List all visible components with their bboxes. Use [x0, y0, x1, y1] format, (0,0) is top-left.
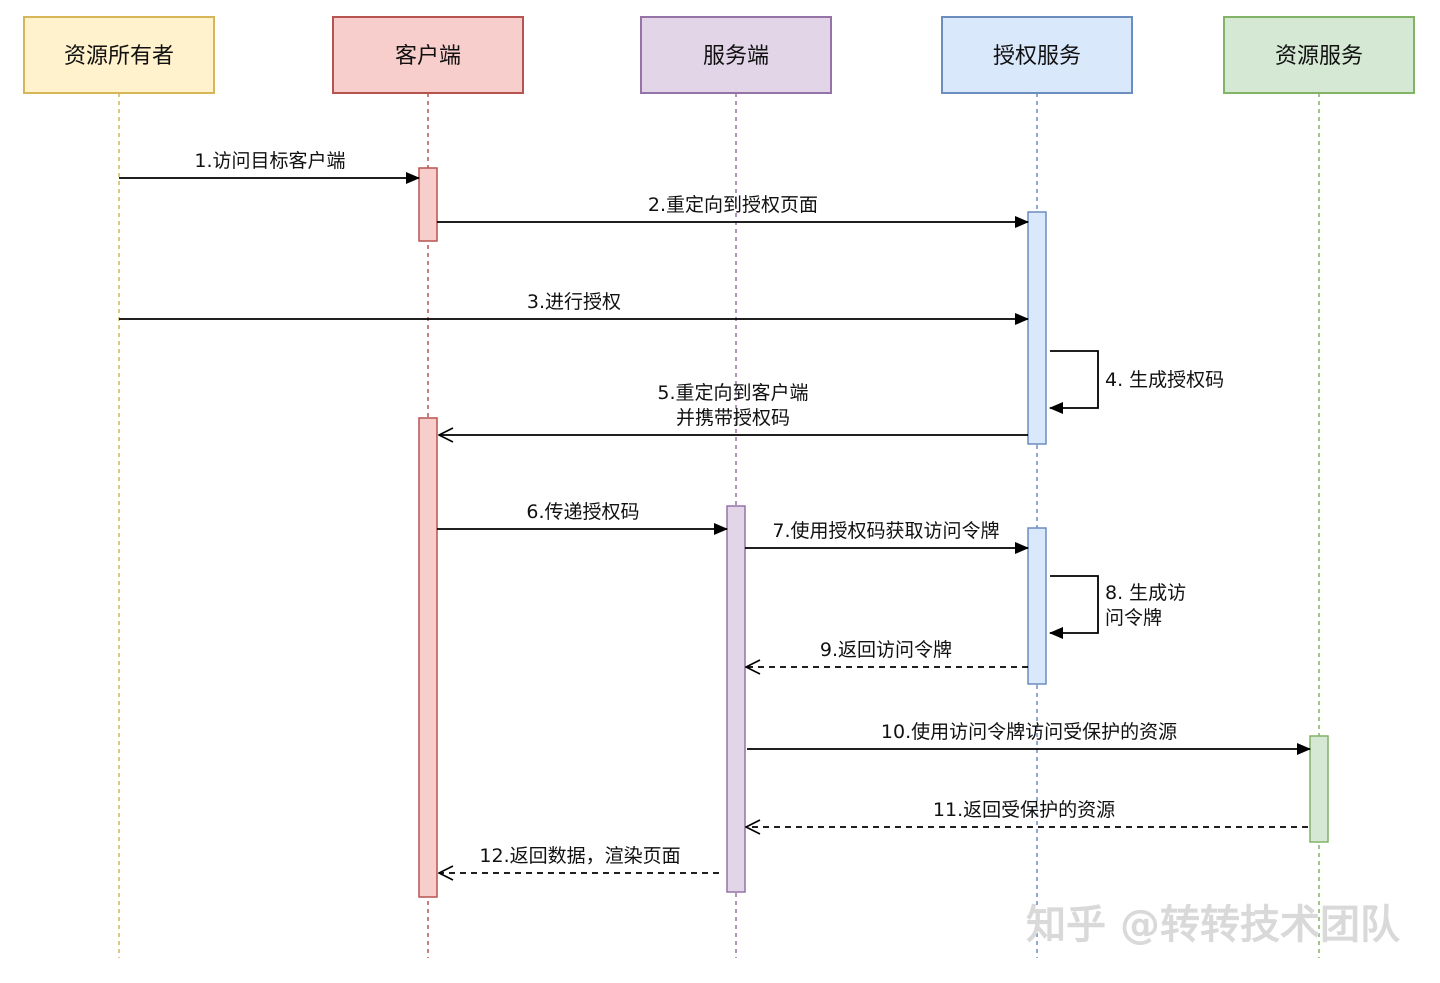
activation-auth-5 [1027, 527, 1047, 685]
actor-box-owner [23, 16, 215, 94]
actor-box-server [640, 16, 832, 94]
message-m7: 7.使用授权码获取访问令牌 [745, 520, 1029, 554]
actor-box-client [332, 16, 524, 94]
message-label-m12: 12.返回数据，渲染页面 [479, 845, 680, 867]
actor-res: 资源服务 [1223, 16, 1415, 94]
message-m9: 9.返回访问令牌 [746, 639, 1028, 667]
actor-server: 服务端 [640, 16, 832, 94]
actor-label-client: 客户端 [395, 44, 461, 69]
self-arrow-m8 [1049, 575, 1099, 639]
actor-auth: 授权服务 [941, 16, 1133, 94]
message-m11: 11.返回受保护的资源 [746, 799, 1308, 827]
message-label-m2: 2.重定向到授权页面 [648, 194, 818, 216]
message-label-m5-line1: 5.重定向到客户端 [657, 382, 808, 404]
message-m2: 2.重定向到授权页面 [437, 194, 1029, 228]
message-label-m6: 6.传递授权码 [526, 501, 639, 523]
message-label-m8-line2: 问令牌 [1105, 607, 1162, 629]
activation-client-3 [418, 417, 438, 898]
message-label-m11: 11.返回受保护的资源 [933, 799, 1115, 821]
activation-client-1 [418, 167, 438, 242]
message-m3: 3.进行授权 [119, 291, 1029, 325]
actor-client: 客户端 [332, 16, 524, 94]
actor-box-res [1223, 16, 1415, 94]
activation-res-6 [1309, 735, 1329, 843]
actor-owner: 资源所有者 [23, 16, 215, 94]
message-label-m9: 9.返回访问令牌 [820, 639, 952, 661]
message-label-m8-line1: 8. 生成访 [1105, 582, 1186, 604]
message-label-m5-line2: 并携带授权码 [676, 407, 790, 429]
message-label-m4: 4. 生成授权码 [1105, 369, 1224, 391]
actor-box-auth [941, 16, 1133, 94]
actor-label-server: 服务端 [703, 44, 769, 69]
actor-label-res: 资源服务 [1275, 44, 1363, 69]
message-m12: 12.返回数据，渲染页面 [439, 845, 719, 873]
watermark-text: 知乎 @转转技术团队 [1026, 902, 1401, 948]
message-m1: 1.访问目标客户端 [119, 150, 420, 184]
message-label-m3: 3.进行授权 [527, 291, 621, 313]
message-m10: 10.使用访问令牌访问受保护的资源 [747, 721, 1311, 755]
actor-label-owner: 资源所有者 [64, 44, 174, 69]
message-label-m10: 10.使用访问令牌访问受保护的资源 [881, 721, 1177, 743]
self-arrow-m4 [1049, 350, 1099, 414]
activation-server-4 [726, 505, 746, 893]
message-label-m7: 7.使用授权码获取访问令牌 [772, 520, 999, 542]
activation-auth-2 [1027, 211, 1047, 445]
message-m6: 6.传递授权码 [437, 501, 728, 535]
actor-label-auth: 授权服务 [993, 44, 1081, 69]
message-label-m1: 1.访问目标客户端 [194, 150, 345, 172]
message-m4: 4. 生成授权码 [1049, 350, 1224, 414]
